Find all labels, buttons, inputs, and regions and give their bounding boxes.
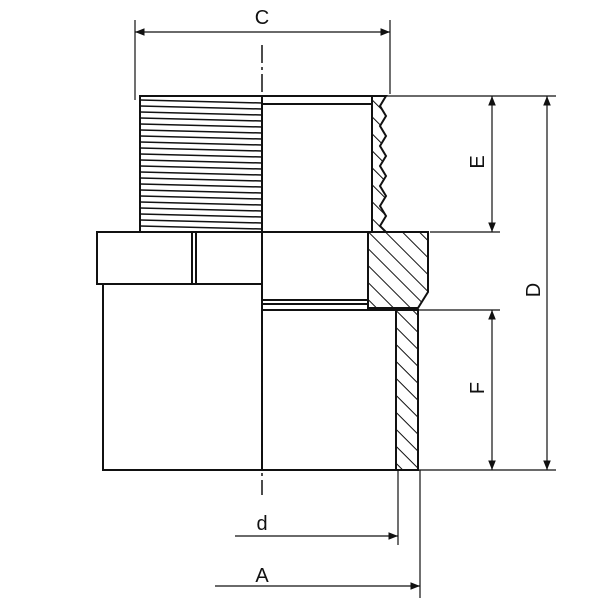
thread-line (139, 213, 263, 218)
thread-line (139, 219, 263, 224)
thread-line (139, 225, 263, 230)
dimension-label-A: A (255, 565, 269, 587)
thread-line (139, 135, 263, 140)
dimension-label-C: C (255, 7, 269, 29)
thread-line (139, 171, 263, 176)
thread-line (139, 105, 263, 110)
thread-line (139, 117, 263, 122)
dimension-label-D: D (523, 283, 545, 297)
thread-line (139, 207, 263, 212)
male-thread-section (139, 95, 389, 233)
thread-line (139, 147, 263, 152)
thread-line (139, 165, 263, 170)
thread-line (139, 195, 263, 200)
thread-line (139, 201, 263, 206)
thread-line (139, 123, 263, 128)
thread-line (139, 111, 263, 116)
dimension-label-d: d (256, 513, 267, 535)
thread-line (139, 189, 263, 194)
thread-line (139, 159, 263, 164)
dimension-label-E: E (467, 155, 489, 168)
thread-line (139, 99, 263, 104)
thread-line (139, 129, 263, 134)
thread-line (139, 177, 263, 182)
thread-line (139, 153, 263, 158)
socket-body-section (102, 283, 419, 471)
dimension-label-F: F (467, 382, 489, 394)
thread-line (139, 183, 263, 188)
thread-line (139, 141, 263, 146)
